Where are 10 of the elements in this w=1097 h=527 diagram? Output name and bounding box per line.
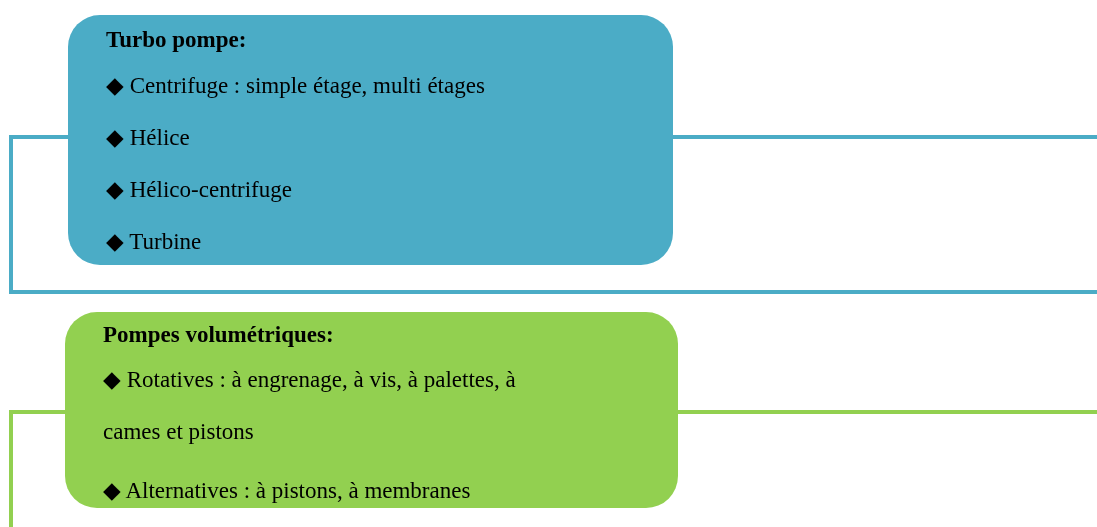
- bullet-item: ◆ Rotatives : à engrenage, à vis, à palettes, à cames et pistons: [103, 366, 517, 446]
- category-box: [68, 15, 673, 265]
- bullet-item: ◆ Centrifuge : simple étage, multi étages: [106, 73, 486, 99]
- category-box: [65, 312, 678, 508]
- bullet-item: ◆ Hélico-centrifuge: [106, 177, 293, 203]
- box-heading: Turbo pompe:: [106, 27, 248, 53]
- bullet-item: ◆ Hélice: [106, 125, 191, 151]
- bullet-item: ◆ Turbine: [106, 229, 203, 255]
- bullet-item: ◆ Alternatives : à pistons, à membranes: [103, 478, 472, 504]
- box-heading: Pompes volumétriques:: [103, 322, 335, 348]
